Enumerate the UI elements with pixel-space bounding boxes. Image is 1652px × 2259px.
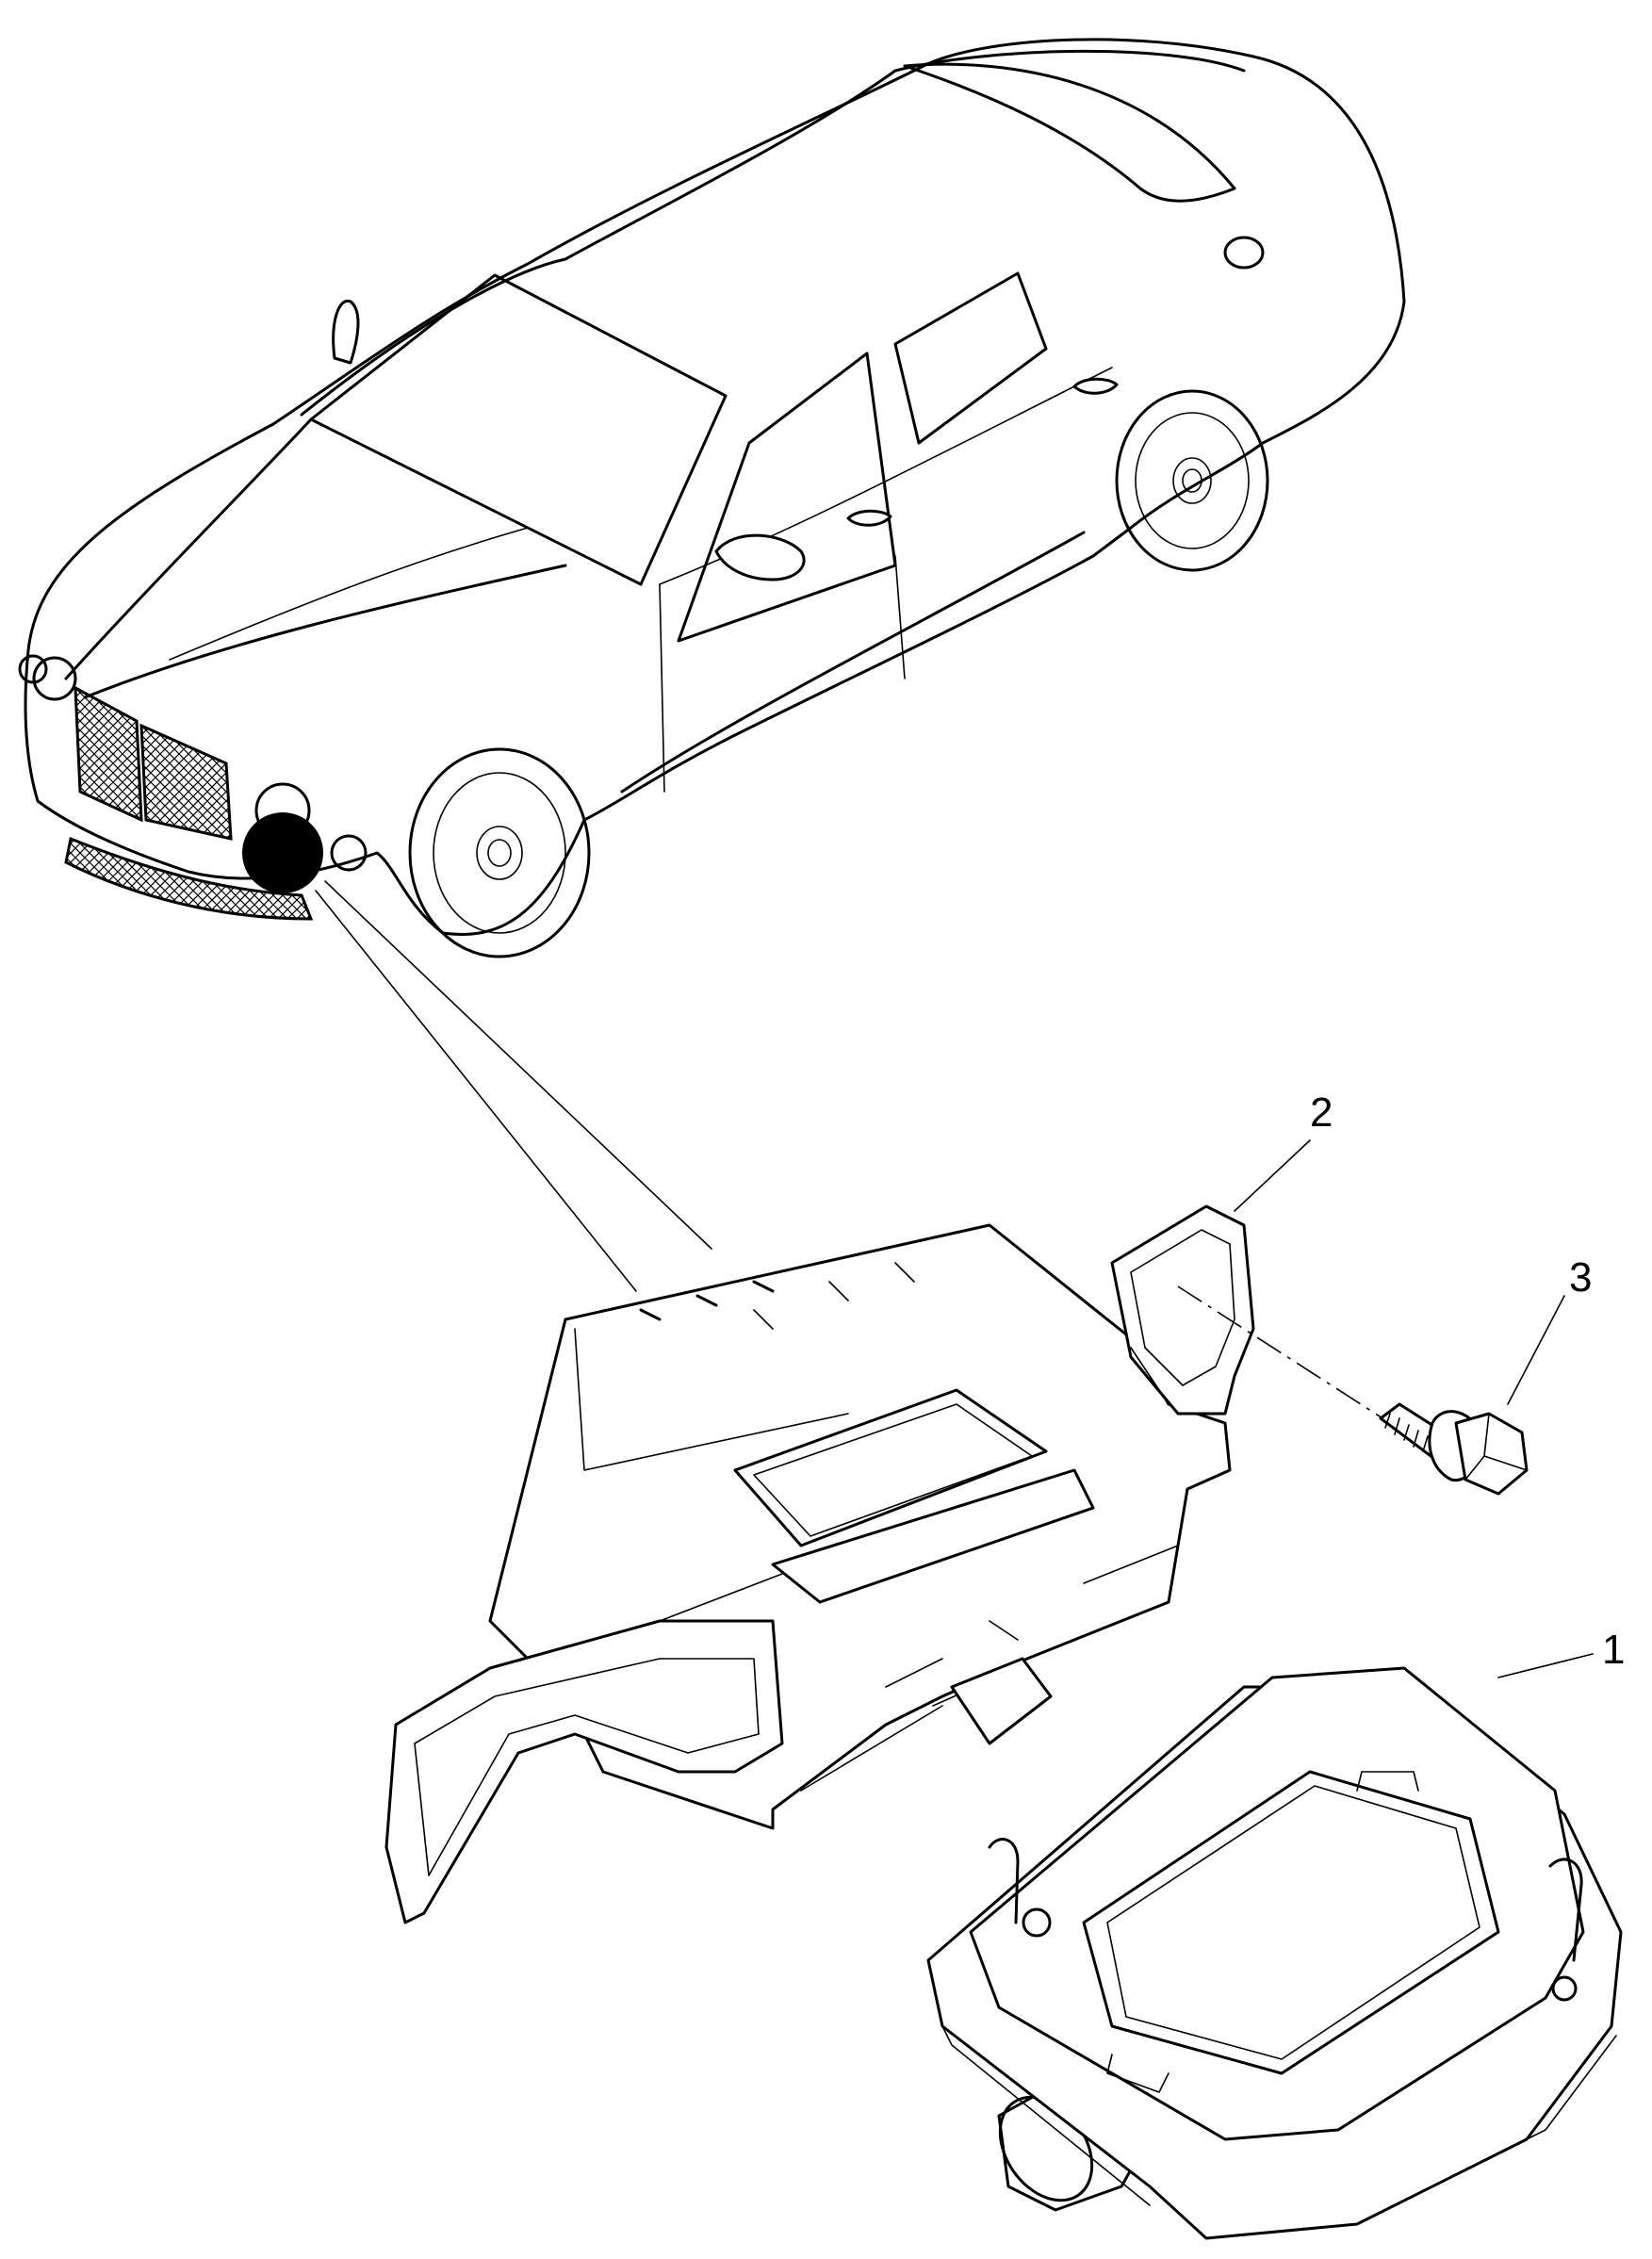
car-fuel-cap bbox=[1223, 236, 1265, 270]
bracket-right-arm-inner bbox=[1130, 1229, 1235, 1386]
zoom-leader-lines bbox=[315, 880, 712, 1292]
bolt bbox=[1379, 1402, 1529, 1496]
car-door-line-front bbox=[659, 583, 665, 793]
bolt-hex-head bbox=[1454, 1412, 1529, 1496]
sensor-top-plate bbox=[969, 1666, 1585, 2141]
bracket-cross-strap bbox=[771, 1468, 1095, 1604]
car-front-wheel bbox=[408, 747, 591, 958]
car-rear-wheel bbox=[1115, 389, 1269, 572]
mounting-bracket bbox=[384, 1204, 1255, 1924]
car-hood-center-line bbox=[169, 527, 529, 661]
car-door-handle-front bbox=[846, 509, 892, 527]
bracket-left-arm bbox=[384, 1619, 784, 1924]
sensor-label-panel-inner bbox=[1106, 1785, 1480, 2060]
bolt-axis-line bbox=[1177, 1285, 1391, 1424]
sensor-mounting-ear-right bbox=[1548, 1858, 1583, 1962]
bracket-top-opening-inner bbox=[753, 1403, 1033, 1537]
callout-label-1: 1 bbox=[1602, 1627, 1625, 1673]
car-rear-side-window bbox=[893, 271, 1048, 445]
callout-label-2: 2 bbox=[1310, 1089, 1333, 1136]
car-illustration bbox=[18, 38, 1406, 958]
callout-1: 1 bbox=[1497, 1627, 1625, 1678]
car-fog-light bbox=[330, 834, 368, 872]
sensor-mounting-hole-left bbox=[1022, 1907, 1052, 1938]
car-side-sill bbox=[620, 531, 1086, 794]
bolt-hex-edges bbox=[1464, 1413, 1528, 1481]
sensor-label-panel bbox=[1082, 1770, 1500, 2075]
sensor-location-marker bbox=[242, 812, 323, 893]
callout-3: 3 bbox=[1507, 1254, 1592, 1405]
callout-label-3: 3 bbox=[1569, 1254, 1592, 1301]
car-body-outline bbox=[24, 38, 1406, 936]
car-door-line-rear bbox=[894, 555, 906, 679]
bracket-slots bbox=[639, 1280, 775, 1321]
sensor-module bbox=[926, 1666, 1623, 2240]
sensor-mounting-hole-right bbox=[1551, 1975, 1578, 2002]
callout-2: 2 bbox=[1234, 1089, 1333, 1212]
car-grille-right bbox=[139, 723, 233, 841]
car-lower-grille bbox=[64, 836, 314, 921]
bracket-left-arm-inner bbox=[414, 1658, 760, 1876]
car-windshield bbox=[309, 273, 728, 586]
sensor-alignment-marks bbox=[1106, 1771, 1419, 2093]
bracket-top-opening bbox=[733, 1388, 1048, 1547]
car-headlight-outer-left bbox=[18, 654, 48, 684]
bracket-connector-window bbox=[950, 1657, 1053, 1745]
sensor-side-edge bbox=[941, 2025, 1617, 2206]
sensor-mounting-ear-left bbox=[988, 1838, 1020, 1924]
car-antenna bbox=[332, 299, 360, 365]
car-hood bbox=[64, 417, 567, 699]
car-rear-window bbox=[903, 62, 1236, 203]
car-beltline bbox=[659, 367, 1113, 585]
car-headlight-left bbox=[32, 656, 77, 701]
car-door-handle-rear bbox=[1072, 377, 1119, 395]
car-wing-mirror bbox=[714, 533, 806, 581]
bolt-thread bbox=[1384, 1413, 1429, 1452]
car-grille-left bbox=[74, 685, 143, 823]
